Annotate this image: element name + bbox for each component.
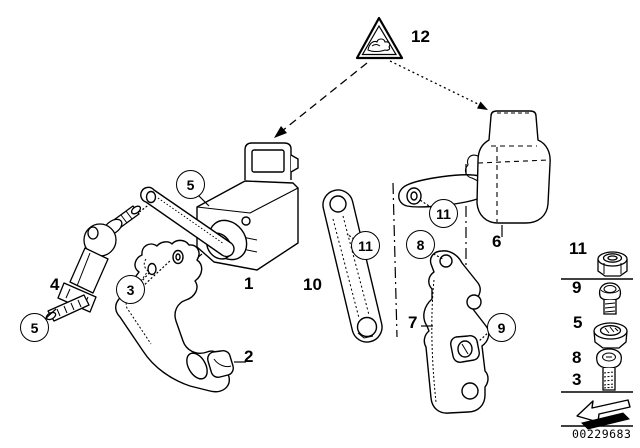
- legend-ref-5[interactable]: 5: [573, 313, 583, 332]
- legend-ref-9[interactable]: 9: [572, 278, 582, 297]
- hex-bolt-icon: [598, 282, 622, 315]
- warning-leader-lines: [274, 60, 488, 138]
- callout-11-rod[interactable]: 11: [351, 231, 380, 260]
- hex-nut-icon: [593, 322, 628, 349]
- view-direction-arrow-icon: [576, 399, 631, 430]
- callout-12[interactable]: 12: [411, 27, 430, 46]
- callout-10[interactable]: 10: [303, 275, 322, 294]
- part-7-mounting-bracket: [423, 250, 490, 414]
- part-4-ball-joint-link: [45, 205, 142, 322]
- callout-6[interactable]: 6: [492, 232, 502, 251]
- callout-2[interactable]: 2: [244, 347, 254, 366]
- part-10-connecting-rod: [322, 189, 383, 343]
- legend-ref-8[interactable]: 8: [572, 348, 582, 367]
- callout-5-lower[interactable]: 5: [20, 313, 49, 342]
- callout-8[interactable]: 8: [406, 230, 435, 259]
- cap-screw-icon: [595, 348, 623, 391]
- legend-ref-11[interactable]: 11: [569, 239, 587, 258]
- part-1-level-sensor: [196, 142, 299, 271]
- callout-5-upper[interactable]: 5: [176, 170, 205, 199]
- part-2-3-mounting-bracket: [115, 239, 234, 393]
- callout-3[interactable]: 3: [116, 275, 145, 304]
- part-1-lever-arm: [140, 186, 235, 258]
- diagram-number: 00229683: [572, 427, 632, 441]
- flange-lock-nut-icon: [597, 251, 628, 277]
- warning-triangle-icon[interactable]: [355, 16, 404, 60]
- callout-11-arm[interactable]: 11: [429, 199, 458, 228]
- callout-7[interactable]: 7: [408, 313, 418, 332]
- part-6-level-sensor: [398, 110, 551, 224]
- callout-9[interactable]: 9: [487, 313, 516, 342]
- callout-1[interactable]: 1: [244, 274, 254, 293]
- legend-ref-3[interactable]: 3: [572, 370, 582, 389]
- callout-4[interactable]: 4: [50, 275, 60, 294]
